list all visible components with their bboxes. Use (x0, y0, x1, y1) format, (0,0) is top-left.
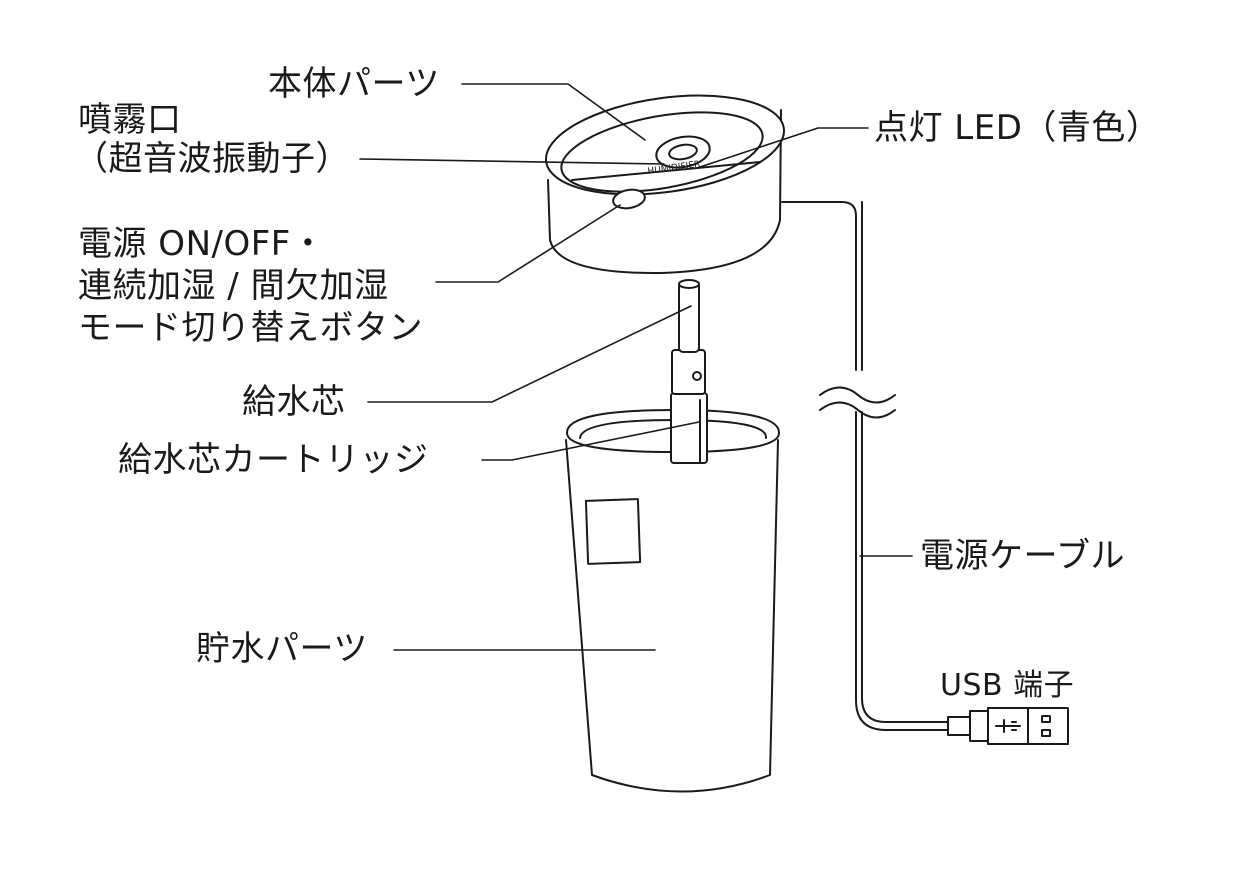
usb-plug (947, 707, 1069, 745)
leader-lines (359, 83, 913, 651)
wick (678, 279, 700, 353)
label-mist-outlet: 噴霧口 (78, 100, 182, 140)
label-water-tank: 貯水パーツ (196, 629, 368, 669)
label-power-cable: 電源ケーブル (920, 536, 1125, 576)
wick-cartridge (670, 349, 708, 464)
label-mist-outlet-sub: （超音波振動子） (74, 139, 350, 179)
label-usb-terminal: USB 端子 (940, 668, 1075, 703)
label-power-button-line3: モード切り替えボタン (78, 308, 423, 348)
label-power-button-line1: 電源 ON/OFF・ (78, 224, 326, 264)
label-body-part: 本体パーツ (268, 64, 440, 104)
power-cable (781, 201, 949, 731)
tank-window (584, 498, 642, 565)
body-part (544, 94, 786, 275)
label-wick-cartridge: 給水芯カートリッジ (118, 440, 429, 480)
water-tank (565, 409, 781, 793)
power-button (612, 188, 646, 210)
label-wick: 給水芯 (242, 382, 346, 422)
label-led: 点灯 LED（青色） (874, 108, 1161, 148)
label-power-button-line2: 連続加湿 / 間欠加湿 (78, 266, 389, 306)
